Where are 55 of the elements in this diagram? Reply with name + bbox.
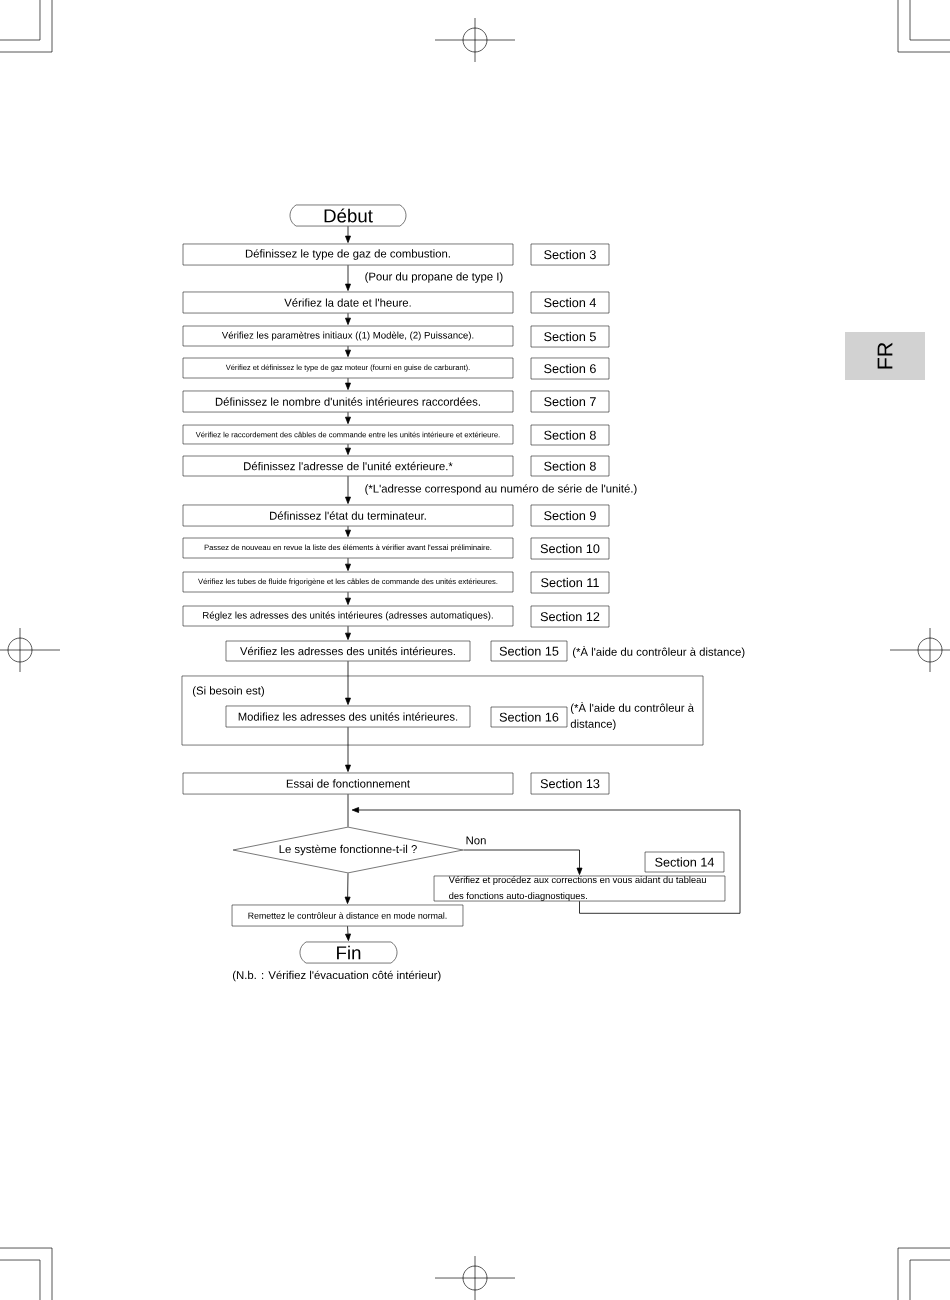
arrow bbox=[344, 872, 351, 904]
arrow bbox=[345, 625, 351, 640]
section-box: Section 14 bbox=[644, 851, 725, 873]
process-box: Vérifiez les paramètres initiaux ((1) Modèle, (2) Puissance). bbox=[182, 325, 514, 347]
arrow bbox=[351, 807, 741, 914]
note-text: (N.b. : Vérifiez l'évacuation côté intérieur) bbox=[233, 970, 441, 982]
arrow bbox=[345, 345, 351, 357]
arrow bbox=[345, 264, 351, 291]
arrow bbox=[345, 925, 351, 941]
arrow bbox=[345, 726, 351, 772]
edge-label: (*L'adresse correspond au numéro de série de l'unité.) bbox=[363, 482, 639, 497]
section-box: Section 5 bbox=[530, 325, 610, 348]
process-box: Définissez l'état du terminateur. bbox=[182, 504, 514, 527]
process-box: Vérifiez et procédez aux corrections en vous aidant du tableau des fonctions auto-diagnostiques. bbox=[433, 875, 726, 902]
process-box: Remettez le contrôleur à distance en mode normal. bbox=[231, 904, 464, 927]
note-text: (*À l'aide du contrôleur à distance) bbox=[570, 701, 694, 731]
arrow bbox=[345, 411, 351, 425]
section-box: Section 13 bbox=[530, 772, 610, 795]
arrow bbox=[345, 525, 351, 537]
process-box: Définissez le nombre d'unités intérieures raccordées. bbox=[182, 390, 514, 413]
section-box: Section 15 bbox=[490, 640, 568, 662]
note-text: (*À l'aide du contrôleur à distance) bbox=[573, 645, 745, 659]
arrow bbox=[345, 660, 351, 705]
section-box: Section 6 bbox=[530, 357, 610, 380]
arrow bbox=[345, 557, 351, 571]
section-box: Section 8 bbox=[530, 424, 610, 446]
edge-label: (Pour du propane de type I) bbox=[363, 270, 505, 285]
process-box: Définissez l'adresse de l'unité extérieure.* bbox=[182, 455, 514, 477]
section-box: Section 7 bbox=[530, 390, 610, 413]
section-box: Section 3 bbox=[530, 243, 610, 266]
arrow bbox=[345, 377, 351, 390]
terminal-box: Début bbox=[289, 204, 407, 227]
language-tab: FR bbox=[845, 332, 925, 380]
section-box: Section 9 bbox=[530, 504, 610, 527]
edge-label: Non bbox=[464, 835, 488, 846]
section-box: Section 12 bbox=[530, 605, 610, 628]
arrow bbox=[345, 443, 351, 455]
arrow bbox=[345, 475, 351, 504]
process-box: Vérifiez les adresses des unités intérieures. bbox=[225, 640, 471, 662]
arrow bbox=[462, 849, 583, 875]
process-box: Vérifiez la date et l'heure. bbox=[182, 291, 514, 314]
section-box: Section 16 bbox=[490, 706, 568, 728]
group-heading: (Si besoin est) bbox=[193, 686, 264, 697]
process-box: Modifiez les adresses des unités intérieures. bbox=[225, 705, 471, 728]
arrow bbox=[345, 591, 351, 605]
section-box: Section 8 bbox=[530, 455, 610, 477]
process-box: Définissez le type de gaz de combustion. bbox=[182, 243, 514, 266]
arrow bbox=[345, 225, 351, 243]
arrow bbox=[345, 312, 351, 325]
section-box: Section 4 bbox=[530, 291, 610, 314]
process-box: Essai de fonctionnement bbox=[182, 772, 514, 795]
process-box: Réglez les adresses des unités intérieures (adresses automatiques). bbox=[182, 605, 514, 627]
terminal-box: Fin bbox=[299, 941, 398, 964]
section-box: Section 10 bbox=[530, 537, 610, 560]
section-box: Section 11 bbox=[530, 571, 610, 594]
